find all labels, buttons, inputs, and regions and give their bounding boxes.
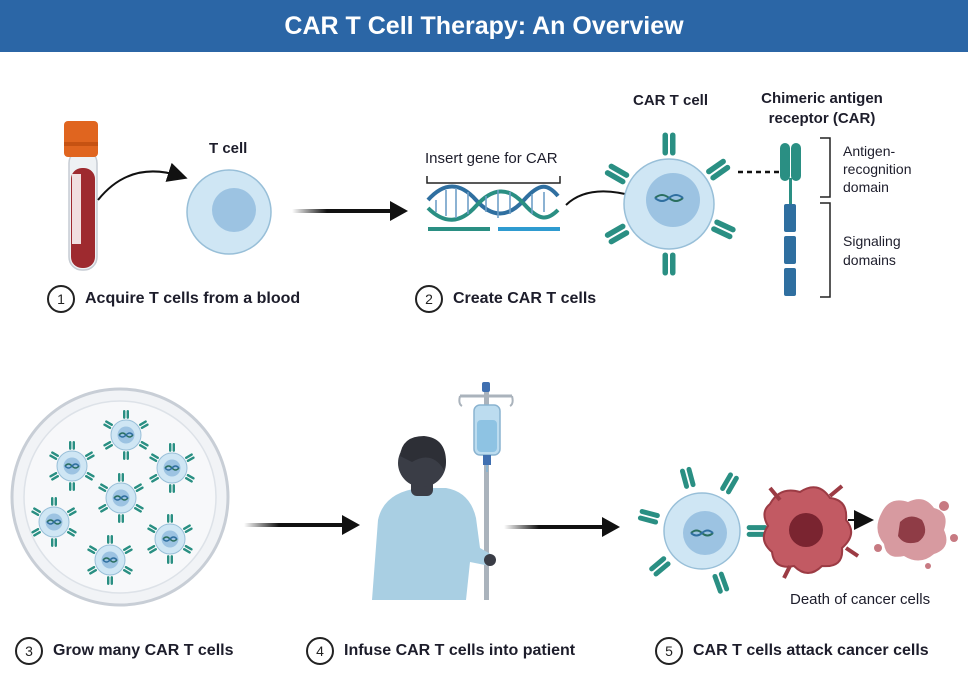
- antigen-label-line3: domain: [843, 179, 889, 195]
- car-label-line2: receptor (CAR): [768, 110, 876, 127]
- step-number: 5: [655, 637, 683, 665]
- car-label-line1: Chimeric antigen: [761, 90, 883, 107]
- step-number: 3: [15, 637, 43, 665]
- car-t-cell-label: CAR T cell: [633, 92, 709, 109]
- insert-gene-label: Insert gene for CAR: [425, 150, 558, 167]
- petri-dish-icon: [10, 387, 230, 607]
- blood-tube-icon: [64, 121, 98, 271]
- step-1: 1 Acquire T cells from a blood: [47, 285, 300, 313]
- diagram-artwork: [10, 121, 958, 607]
- car-label: Chimeric antigen receptor (CAR): [757, 89, 887, 129]
- antigen-label-line1: Antigen-: [843, 143, 896, 159]
- step-text: Infuse CAR T cells into patient: [344, 642, 576, 659]
- car-receptor-icon: [780, 143, 801, 296]
- step-4: 4 Infuse CAR T cells into patient: [306, 637, 575, 665]
- dead-cancer-cell-icon: [874, 499, 958, 569]
- death-of-cancer-cells-label: Death of cancer cells: [790, 591, 931, 608]
- step-text: Create CAR T cells: [453, 290, 597, 307]
- step-text: Grow many CAR T cells: [53, 642, 234, 659]
- signaling-label-line2: domains: [843, 252, 896, 268]
- t-cell-label: T cell: [209, 140, 248, 157]
- title-bar: [0, 0, 968, 52]
- step-5: 5 CAR T cells attack cancer cells: [655, 637, 929, 665]
- car-t-cell-attack-icon: [636, 465, 769, 596]
- step-number: 2: [415, 285, 443, 313]
- antigen-recognition-label: Antigen- recognition domain: [843, 142, 912, 196]
- patient-icon: [372, 436, 496, 600]
- car-t-cell-icon: [602, 131, 738, 277]
- iv-stand-icon: [458, 382, 514, 600]
- dna-helix-icon: [426, 184, 560, 231]
- t-cell-icon: [186, 169, 272, 255]
- cancer-cell-icon: [762, 484, 860, 579]
- step-number: 1: [47, 285, 75, 313]
- step-text: CAR T cells attack cancer cells: [693, 642, 929, 659]
- signaling-label-line1: Signaling: [843, 233, 901, 249]
- step-number: 4: [306, 637, 334, 665]
- step-2: 2 Create CAR T cells: [415, 285, 596, 313]
- step-text: Acquire T cells from a blood: [85, 290, 301, 307]
- page-title: CAR T Cell Therapy: An Overview: [284, 12, 684, 40]
- step-3: 3 Grow many CAR T cells: [15, 637, 234, 665]
- antigen-label-line2: recognition: [843, 161, 912, 177]
- signaling-domains-label: Signaling domains: [843, 232, 901, 270]
